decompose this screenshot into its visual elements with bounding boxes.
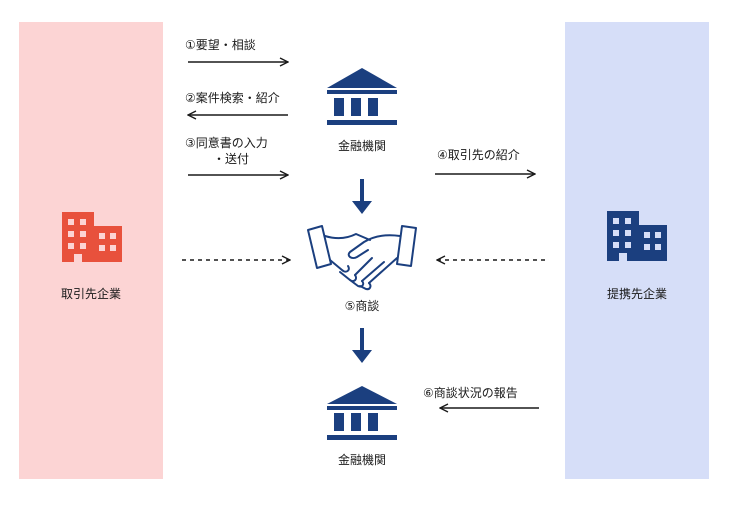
step6-label: ⑥商談状況の報告 <box>423 386 518 400</box>
handshake-icon <box>307 225 417 291</box>
bank-icon <box>327 386 397 440</box>
bank-bottom-label: 金融機関 <box>337 453 386 467</box>
bank-icon <box>327 68 397 125</box>
building-icon <box>62 212 122 262</box>
step3-label-line1: ③同意書の入力 <box>185 136 268 150</box>
right-entity-label: 提携先企業 <box>606 287 667 301</box>
down-arrow <box>352 179 372 214</box>
step2-label: ②案件検索・紹介 <box>185 91 280 105</box>
meeting-label: ⑤商談 <box>344 299 380 313</box>
bank-top-label: 金融機関 <box>337 139 386 153</box>
step3-label-line2: ・送付 <box>213 152 250 166</box>
down-arrow <box>352 328 372 363</box>
left-entity-label: 取引先企業 <box>60 287 121 301</box>
step4-label: ④取引先の紹介 <box>437 148 520 162</box>
building-icon <box>607 211 667 261</box>
step1-label: ①要望・相談 <box>185 38 256 52</box>
